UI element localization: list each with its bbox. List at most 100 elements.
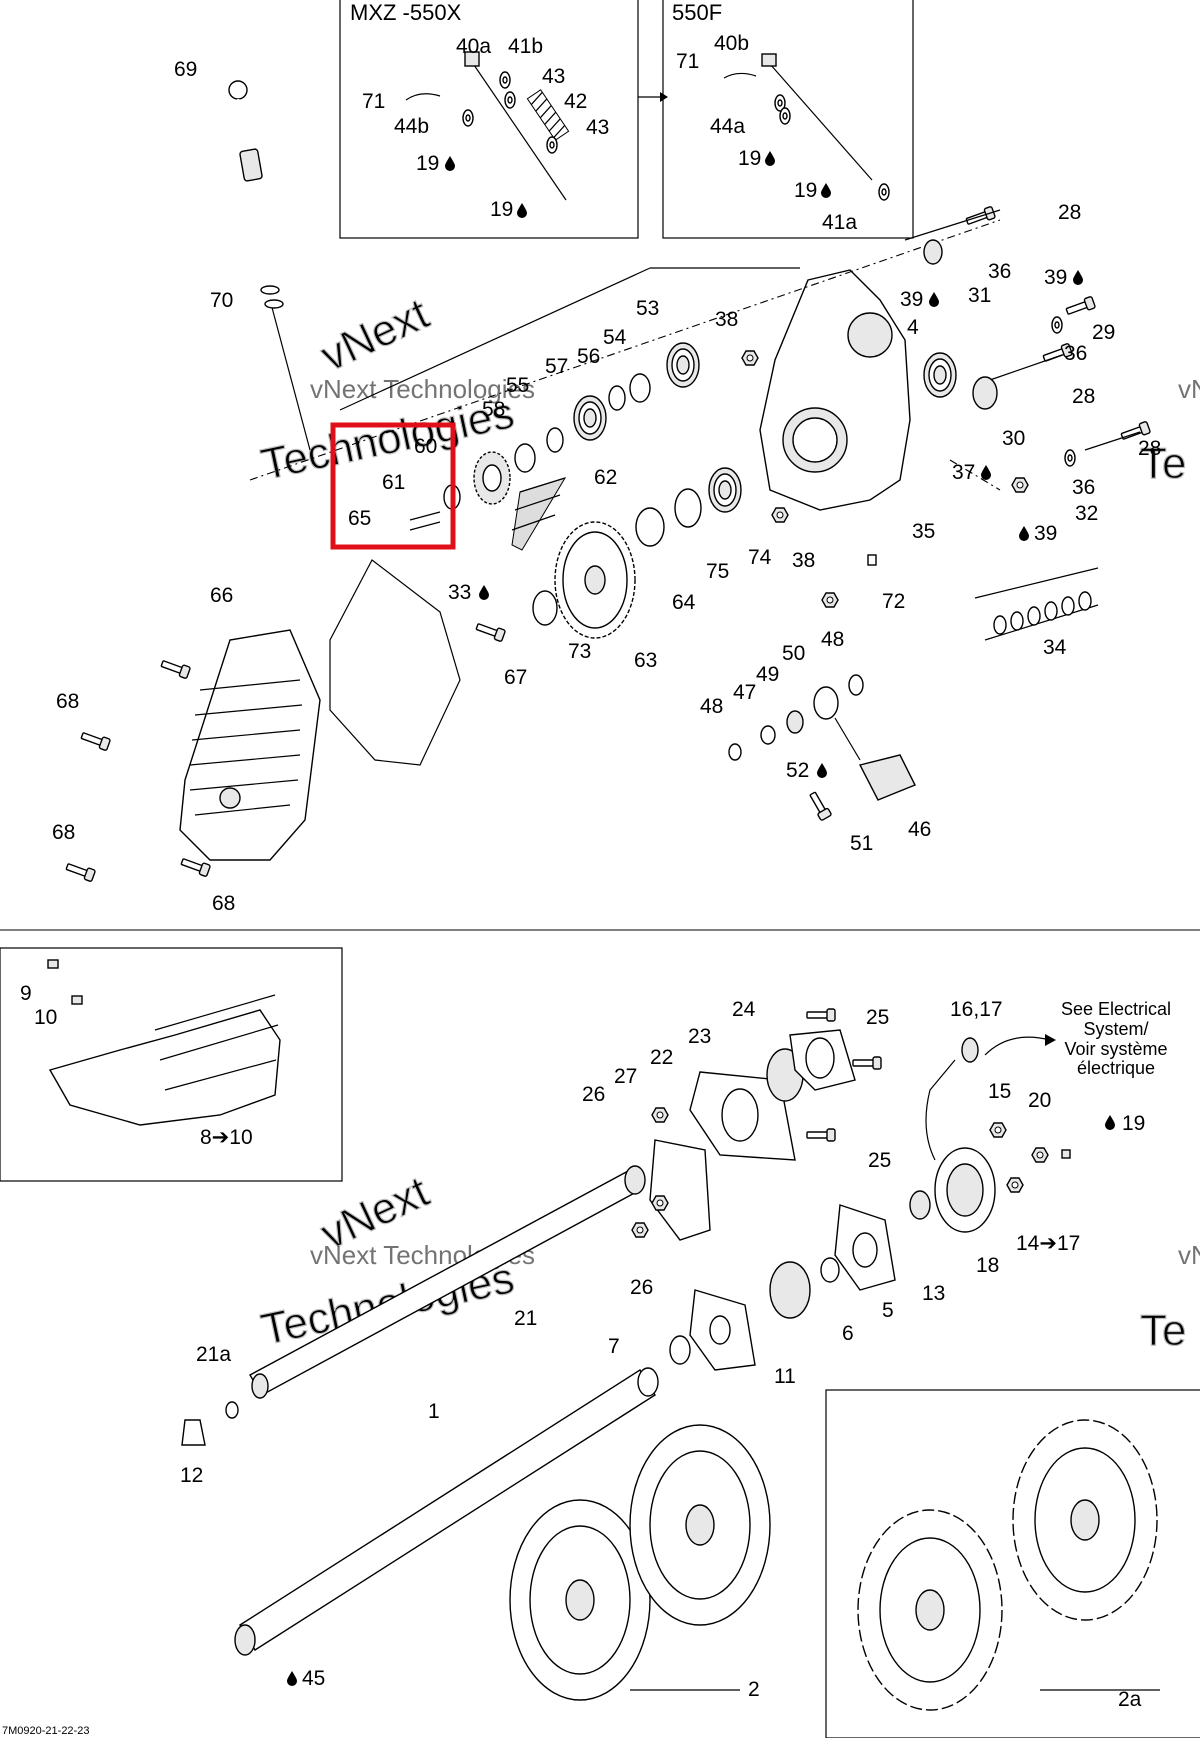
callout-21a: 21a [196,1343,231,1366]
gasket-65 [329,559,461,766]
electrical-note-line-3: Voir système [1064,1039,1167,1059]
watermark-vnext-1: vNext [314,289,437,381]
callout-28-b: 28 [1072,385,1095,408]
callout-2a: 2a [1118,1688,1142,1711]
highlight-box [330,422,456,550]
callout-10: 10 [34,1006,57,1029]
callout-35: 35 [912,520,935,543]
callout-70: 70 [210,289,233,312]
callout-14-to-17: 14➔17 [1016,1232,1080,1255]
bearing-housing-22 [689,1071,796,1161]
track-illustration [47,959,281,1126]
callout-28-a: 28 [1058,201,1081,224]
callout-53: 53 [636,297,659,320]
bracket-26 [649,1139,711,1241]
axis-line-top [249,219,1001,481]
callout-19-mxz-b: 19 [490,198,513,221]
inset-title-550f: 550F [672,0,722,25]
callout-50: 50 [782,642,805,665]
watermark-vnext-technologies-1: vNext Technologies [310,374,535,404]
chain-62 [511,477,567,551]
callout-48-a: 48 [821,628,844,651]
callout-74: 74 [748,546,772,569]
callout-46: 46 [908,818,931,841]
callout-72: 72 [882,590,905,613]
callout-19-550f-a: 19 [738,147,761,170]
callout-1: 1 [428,1400,440,1423]
callout-68-a: 68 [56,690,79,713]
callout-44b: 44b [394,115,429,138]
inset-box-mxz-550x [339,0,639,239]
shim-pack-34 [974,567,1099,641]
callout-36-a: 36 [988,260,1011,283]
callout-30: 30 [1002,427,1025,450]
callout-36-c: 36 [1072,476,1095,499]
callout-68-b: 68 [52,821,75,844]
watermark-layer: vNext vNext Technologies Technologies vN… [256,289,1200,1356]
callout-71-mxz: 71 [362,90,385,113]
callout-25-b: 25 [868,1149,891,1172]
callout-15: 15 [988,1080,1011,1103]
callout-24: 24 [732,998,756,1021]
callout-26-a: 26 [582,1083,605,1106]
callout-71-550f: 71 [676,50,699,73]
watermark-edge-3: vN [1178,1240,1200,1270]
callout-58: 58 [482,398,505,421]
callout-38-b: 38 [792,549,815,572]
callout-28-c: 28 [1138,437,1161,460]
callout-8-to-10: 8➔10 [200,1126,253,1149]
inset-title-mxz-550x: MXZ -550X [350,0,462,25]
callout-42: 42 [564,90,587,113]
callout-27: 27 [614,1065,637,1088]
electrical-note: See Electrical System/ Voir système élec… [984,999,1171,1078]
callout-19-mxz-a: 19 [416,152,439,175]
gear-58 [473,451,511,505]
bearing-53 [666,342,700,388]
callout-67: 67 [504,666,527,689]
callout-43-bottom: 43 [586,116,609,139]
callout-62: 62 [594,466,617,489]
footer-code: 7M0920-21-22-23 [2,1725,89,1737]
watermark-edge-1: vN [1178,374,1200,404]
callout-47: 47 [733,681,756,704]
axle-1 [234,1367,659,1656]
callout-2: 2 [748,1678,760,1701]
callout-16-17: 16,17 [950,998,1003,1021]
callout-37: 37 [952,461,975,484]
callout-18: 18 [976,1254,999,1277]
callout-labels: 69 70 71 40a 41b 43 42 43 44b 19 19 71 4… [20,32,1161,1711]
callout-22: 22 [650,1046,673,1069]
callout-75: 75 [706,560,729,583]
callout-6: 6 [842,1322,854,1345]
sprocket-2-left [509,1499,651,1701]
callout-21: 21 [514,1307,537,1330]
callout-57: 57 [545,355,568,378]
sensor-46 [858,754,916,801]
callout-43-top: 43 [542,65,565,88]
inset-rod-550f [723,53,890,201]
sprocket-2-right [629,1424,771,1626]
callout-13: 13 [922,1282,945,1305]
callout-52: 52 [786,759,809,782]
electrical-note-line-4: électrique [1077,1058,1155,1078]
sprocket-2a-left [857,1509,1003,1711]
callout-45: 45 [302,1667,325,1690]
callout-34: 34 [1043,636,1067,659]
drive-shaft-21 [249,1165,646,1399]
callout-68-c: 68 [212,892,235,915]
speed-sensor-18 [934,1147,996,1233]
electrical-note-line-2: System/ [1083,1019,1148,1039]
callout-73: 73 [568,640,591,663]
callout-49: 49 [756,663,779,686]
callout-29: 29 [1092,321,1115,344]
callout-69: 69 [174,58,197,81]
callout-60: 60 [414,435,437,458]
callout-7: 7 [608,1335,620,1358]
inset-box-550f [662,0,914,239]
callout-48-b: 48 [700,695,723,718]
callout-38-a: 38 [715,308,738,331]
callout-39-c: 39 [1034,522,1057,545]
callout-25-a: 25 [866,1006,889,1029]
bearing-74 [708,467,742,513]
callout-5: 5 [882,1299,894,1322]
